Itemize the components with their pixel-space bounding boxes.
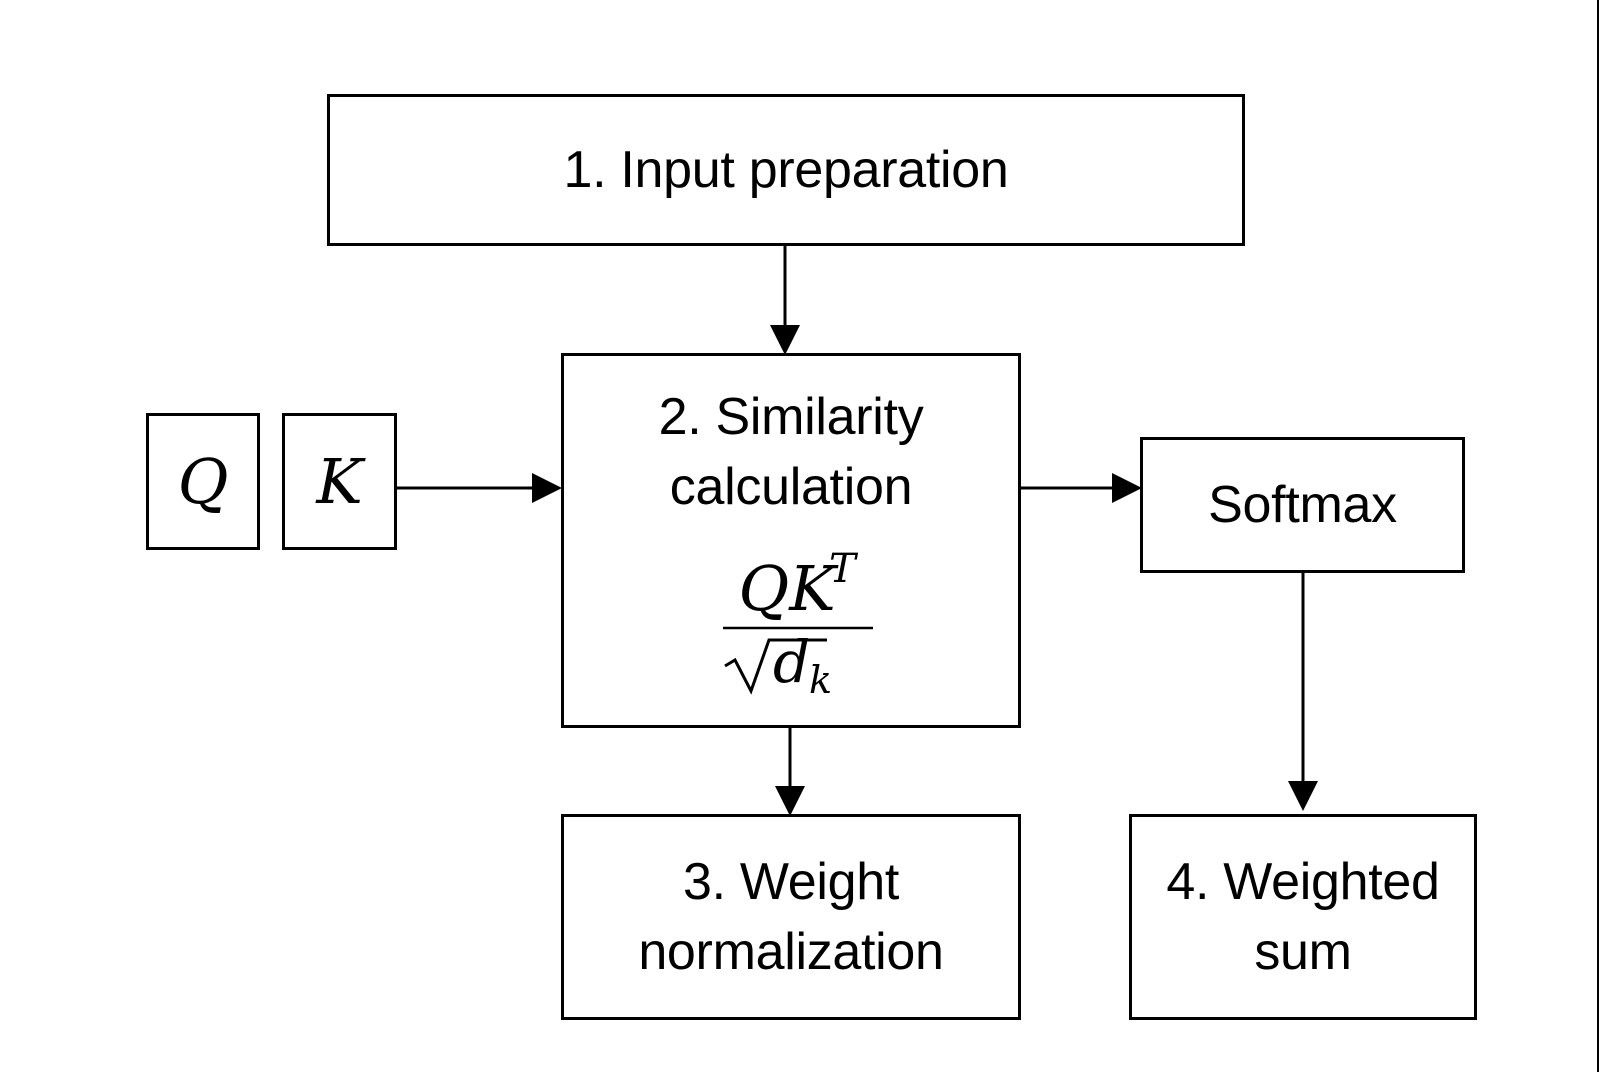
right-edge-divider <box>1597 0 1612 1072</box>
sqrt-radical-sign <box>724 638 827 695</box>
input-preparation-box: 1. Input preparation <box>327 94 1245 246</box>
query-symbol: Q <box>177 445 229 518</box>
similarity-label-line1: 2. Similarity <box>658 388 924 446</box>
softmax-box: Softmax <box>1140 437 1465 573</box>
weighted-sum-label-line2: sum <box>1254 923 1352 981</box>
key-box: K <box>282 413 397 550</box>
weighted-sum-box: 4. Weighted sum <box>1129 814 1477 1020</box>
input-preparation-label: 1. Input preparation <box>563 141 1009 199</box>
normalization-label-line2: normalization <box>638 923 944 981</box>
formula-radicand: d <box>773 628 810 696</box>
similarity-calculation-box: 2. Similarity calculation <box>561 353 1021 728</box>
formula-numerator: QK <box>738 552 839 625</box>
weight-normalization-box: 3. Weight normalization <box>561 814 1021 1020</box>
key-symbol: K <box>316 445 363 518</box>
formula-superscript: T <box>829 548 859 592</box>
normalization-label-line1: 3. Weight <box>682 853 899 911</box>
scaled-dot-product-formula: QK T d k <box>723 548 873 702</box>
similarity-label-line2: calculation <box>669 458 913 516</box>
softmax-label: Softmax <box>1208 476 1397 534</box>
weighted-sum-label-line1: 4. Weighted <box>1166 853 1440 911</box>
query-box: Q <box>146 413 260 550</box>
formula-subscript: k <box>809 658 832 702</box>
